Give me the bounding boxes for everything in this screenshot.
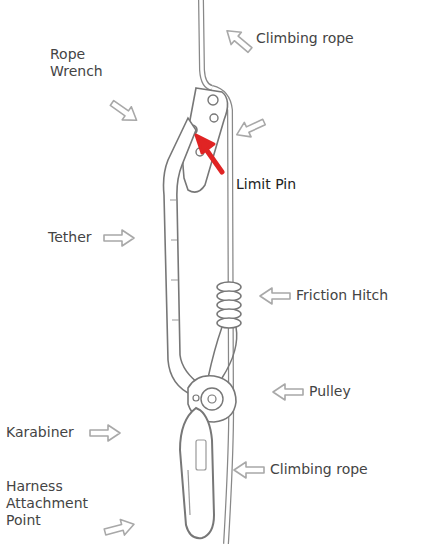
part-label: Friction Hitch [296, 287, 421, 304]
part-label: Pulley [309, 383, 409, 400]
friction-hitch [208, 282, 241, 378]
part-label: Harness Attachment Point [6, 478, 102, 529]
tether [164, 118, 203, 395]
part-label: Climbing rope [256, 30, 416, 47]
part-label: Climbing rope [270, 461, 420, 478]
karabiner [180, 408, 214, 538]
climbing-rope [201, 0, 212, 88]
part-label: Tether [48, 229, 108, 246]
part-label: Limit Pin [236, 176, 396, 193]
part-label: Karabiner [6, 424, 96, 441]
limit-pin-arrow [196, 135, 222, 172]
part-label: Rope Wrench [50, 46, 110, 80]
